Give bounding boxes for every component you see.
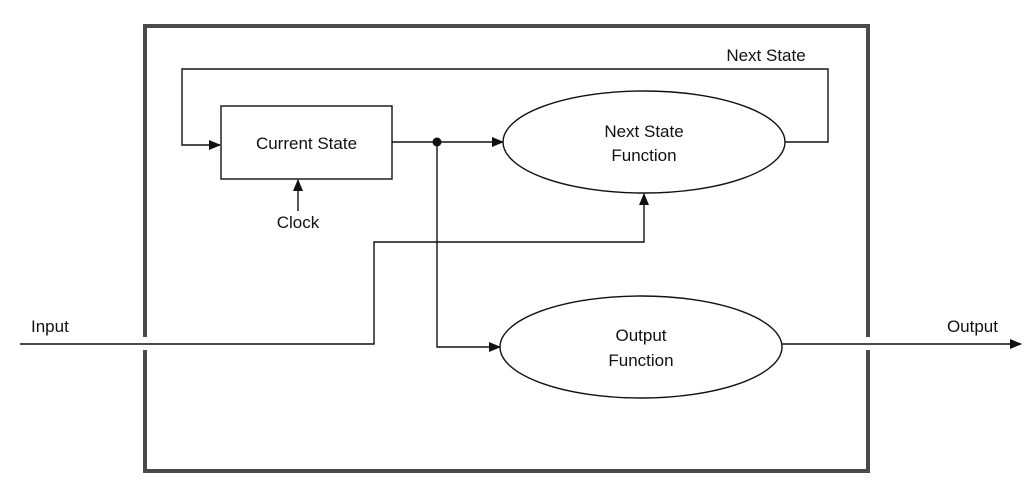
next-state-function-label-line-2: Function <box>611 146 676 165</box>
input-arrow <box>20 193 649 345</box>
next-state-feedback-label: Next State <box>726 46 805 65</box>
input-label: Input <box>31 317 69 336</box>
next-state-function-ellipse <box>502 90 786 194</box>
output-function-label-line-2: Function <box>608 351 673 370</box>
system-boundary <box>143 24 870 473</box>
output-label: Output <box>947 317 998 336</box>
next-state-function-label-line-1: Next State <box>604 122 683 141</box>
clock-label: Clock <box>277 213 320 232</box>
output-function-label-line-1: Output <box>615 326 666 345</box>
next-state-feedback-arrow <box>181 68 829 150</box>
output-function-ellipse <box>499 295 783 399</box>
current-state-box <box>220 105 393 180</box>
current-state-label: Current State <box>256 134 357 153</box>
state-to-output-function-arrow <box>436 142 501 352</box>
